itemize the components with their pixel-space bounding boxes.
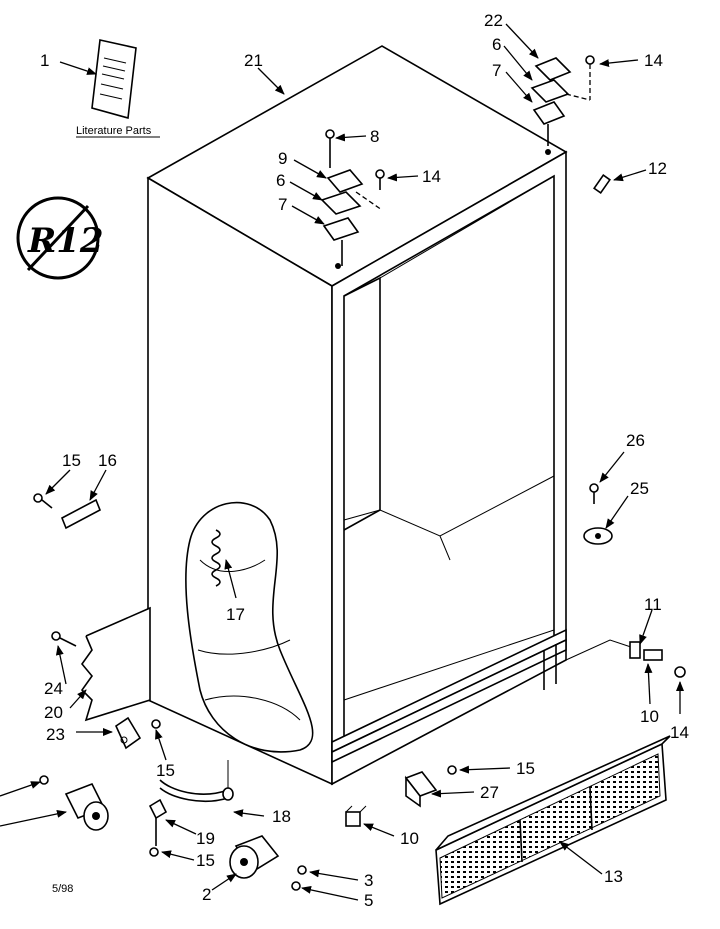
callout-10-right: 10 <box>640 707 659 726</box>
callout-17: 17 <box>226 605 245 624</box>
leveling-bracket-icon <box>583 483 613 545</box>
bracket-plate-icon <box>33 493 102 530</box>
callout-6-center: 6 <box>276 171 285 190</box>
date-code: 5/98 <box>52 883 73 895</box>
clip-bracket-icon <box>114 716 161 750</box>
callout-9: 9 <box>278 149 287 168</box>
callout-15-lower: 15 <box>196 851 215 870</box>
callout-15-left: 15 <box>62 451 81 470</box>
leader-lines <box>0 23 684 901</box>
callout-21: 21 <box>244 51 263 70</box>
callout-3: 3 <box>364 871 373 890</box>
center-hinge-assembly-icon <box>320 129 385 266</box>
kick-bracket-icon <box>404 765 457 808</box>
base-grille-icon <box>435 735 671 906</box>
callout-numbers: 1 21 22 6 7 14 8 9 6 14 7 12 15 16 26 25… <box>40 11 689 910</box>
callout-12: 12 <box>648 159 667 178</box>
callout-25: 25 <box>630 479 649 498</box>
drain-tube-icon <box>148 760 234 857</box>
callout-14-center: 14 <box>422 167 441 186</box>
callout-6-top-right: 6 <box>492 35 501 54</box>
right-leveler-bracket-icon <box>565 639 686 678</box>
side-panel-icon <box>51 606 151 722</box>
right-hinge-assembly-icon <box>530 55 595 146</box>
callout-22: 22 <box>484 11 503 30</box>
callout-15-right: 15 <box>516 759 535 778</box>
callout-10-lower: 10 <box>400 829 419 848</box>
callout-8: 8 <box>370 127 379 146</box>
callout-24: 24 <box>44 679 63 698</box>
callout-1: 1 <box>40 51 49 70</box>
callout-19: 19 <box>196 829 215 848</box>
callout-27: 27 <box>480 783 499 802</box>
callout-15-mid: 15 <box>156 761 175 780</box>
callout-14-top-right: 14 <box>644 51 663 70</box>
callout-2: 2 <box>202 885 211 904</box>
callout-26: 26 <box>626 431 645 450</box>
callout-5: 5 <box>364 891 373 910</box>
callout-7-center: 7 <box>278 195 287 214</box>
spring-coil-icon <box>211 529 221 587</box>
r12-badge-icon: R12 <box>16 196 104 280</box>
callout-13: 13 <box>604 867 623 886</box>
lower-clip-icon <box>345 805 367 827</box>
callout-7-top-right: 7 <box>492 61 501 80</box>
svg-text:R12: R12 <box>27 221 104 261</box>
callout-16: 16 <box>98 451 117 470</box>
callout-14-right: 14 <box>670 723 689 742</box>
callout-20: 20 <box>44 703 63 722</box>
callout-11: 11 <box>644 595 662 614</box>
callout-23: 23 <box>46 725 65 744</box>
callout-18: 18 <box>272 807 291 826</box>
roller-assembly-icon <box>39 775 109 831</box>
literature-booklet-icon <box>91 39 137 120</box>
literature-parts-label: Literature Parts <box>76 125 152 137</box>
plug-button-icon <box>593 174 611 194</box>
rear-roller-icon <box>229 835 307 891</box>
cutaway-panel <box>185 501 314 753</box>
